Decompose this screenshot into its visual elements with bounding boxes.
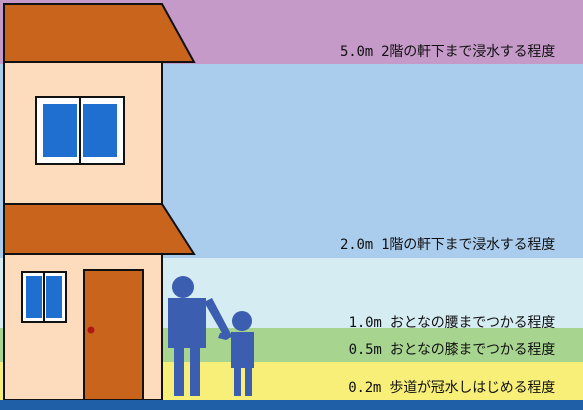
flood-label-5m: 5.0m 2階の軒下まで浸水する程度 bbox=[340, 44, 555, 60]
child-figure-icon bbox=[218, 311, 254, 396]
flood-label-0-5m: 0.5m おとなの膝までつかる程度 bbox=[348, 342, 556, 358]
flood-label-1m: 1.0m おとなの腰までつかる程度 bbox=[348, 315, 556, 331]
bottom-bar bbox=[0, 400, 583, 410]
house-lower-roof bbox=[3, 203, 196, 255]
flood-label-2m: 2.0m 1階の軒下まで浸水する程度 bbox=[340, 237, 555, 253]
house-upper-roof bbox=[3, 3, 196, 63]
upper-window-icon bbox=[35, 96, 125, 165]
flood-label-0-2m: 0.2m 歩道が冠水しはじめる程度 bbox=[348, 380, 555, 396]
adult-figure-icon bbox=[168, 276, 232, 396]
door-icon bbox=[83, 269, 144, 401]
lower-window-icon bbox=[21, 271, 67, 323]
